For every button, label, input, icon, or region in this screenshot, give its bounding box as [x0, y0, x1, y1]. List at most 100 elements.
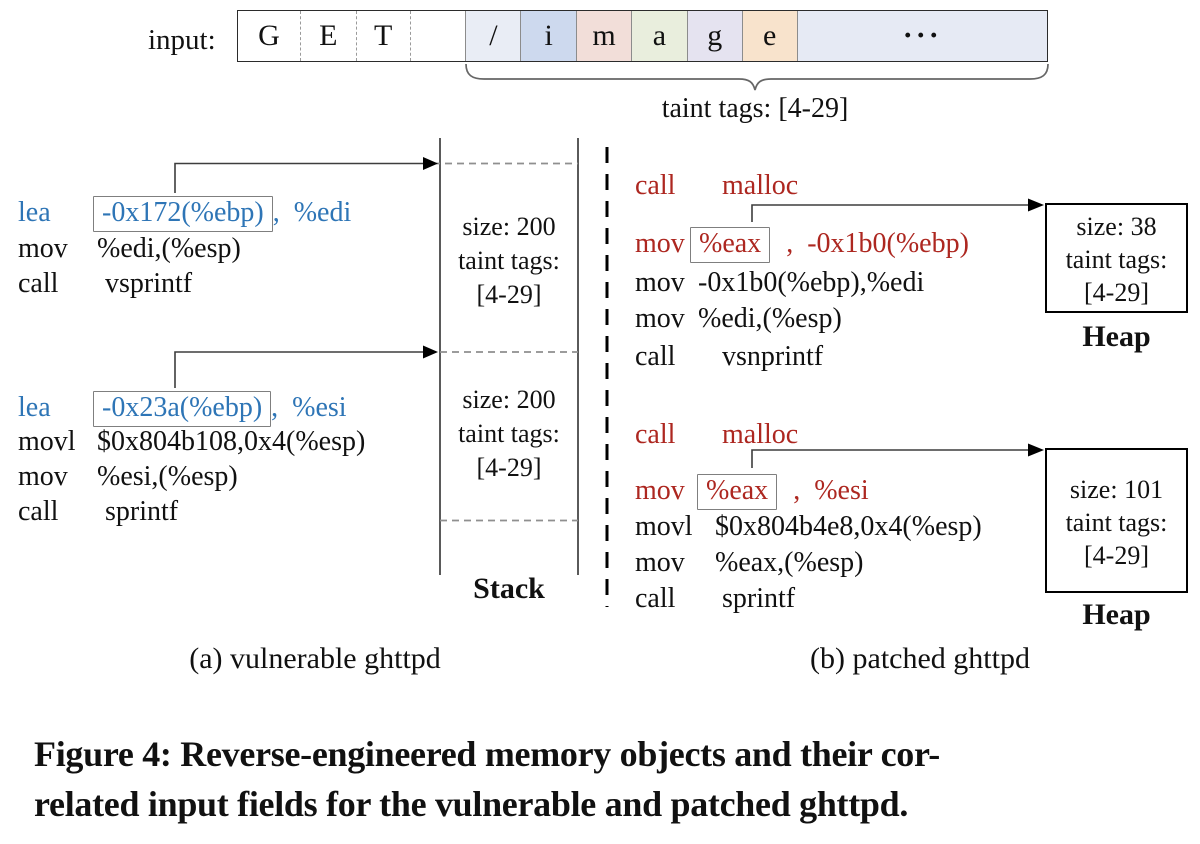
asm-line-call-sprintf-b: call sprintf [635, 583, 795, 615]
mnemonic: movl [635, 511, 693, 542]
mnemonic: call [18, 268, 59, 299]
mnemonic: lea [18, 197, 51, 228]
operand: sprintf [105, 496, 179, 527]
mnemonic: call [635, 170, 676, 201]
mnemonic: mov [18, 233, 68, 264]
asm-line-mov-eax-ebp: mov%eax , -0x1b0(%ebp) [635, 227, 969, 263]
asm-line-mov-1b0-edi: mov -0x1b0(%ebp),%edi [635, 267, 924, 299]
input-cell: G [238, 11, 301, 61]
arrow-a2 [174, 351, 423, 388]
input-cell: ··· [797, 11, 1047, 61]
heap-size: size: 101 [1069, 475, 1164, 504]
operand: , -0x1b0(%ebp) [786, 228, 969, 259]
mnemonic: mov [635, 547, 685, 578]
tainted-operand-box: -0x23a(%ebp) [93, 391, 272, 427]
asm-line-mov-esi-esp: mov %esi,(%esp) [18, 461, 238, 493]
heap2-info: size: 101 taint tags: [4-29] [1047, 450, 1186, 572]
heap-size: size: 38 [1076, 212, 1157, 241]
asm-line-mov-eax-esp: mov %eax,(%esp) [635, 547, 863, 579]
caption-b: (b) patched ghttpd [810, 642, 1030, 675]
arrowhead-a1 [423, 157, 438, 170]
mnemonic: call [635, 341, 676, 372]
operand: -0x1b0(%ebp),%edi [698, 267, 925, 298]
operand: $0x804b4e8,0x4(%esp) [715, 511, 982, 542]
figure-caption-line2: related input fields for the vulnerable … [34, 784, 909, 824]
operand: malloc [722, 419, 799, 450]
input-cell: E [300, 11, 357, 61]
mnemonic: mov [635, 228, 685, 259]
mnemonic: movl [18, 426, 76, 457]
asm-line-lea-esi: lea -0x23a(%ebp), %esi [18, 391, 347, 427]
operand: %eax,(%esp) [715, 547, 864, 578]
asm-line-mov-edi-esp-b: mov %edi,(%esp) [635, 303, 842, 335]
stack-size: size: 200 [462, 385, 556, 414]
input-cell: i [521, 11, 578, 61]
stack-taint-tags: taint tags: [458, 246, 560, 275]
heap-taint-range: [4-29] [1084, 541, 1149, 570]
operand: %esi,(%esp) [97, 461, 238, 492]
input-label: input: [148, 24, 216, 56]
arrowhead-b1 [1028, 198, 1044, 212]
heap1-label: Heap [1082, 320, 1151, 353]
stack-region1-info: size: 200 taint tags: [4-29] [441, 210, 577, 312]
mnemonic: lea [18, 392, 51, 423]
operand: , %esi [793, 475, 869, 506]
operand: %edi,(%esp) [97, 233, 241, 264]
stack-region2-info: size: 200 taint tags: [4-29] [441, 383, 577, 485]
arrow-b1 [751, 204, 1028, 222]
asm-line-call-vsnprintf: call vsnprintf [635, 341, 823, 373]
stack-label: Stack [473, 572, 545, 605]
heap-taint-tags: taint tags: [1065, 245, 1168, 274]
stack-taint-range: [4-29] [476, 280, 542, 309]
operand: , %edi [272, 197, 352, 228]
asm-line-movl-a: movl $0x804b108,0x4(%esp) [18, 426, 365, 458]
asm-line-movl-b: movl $0x804b4e8,0x4(%esp) [635, 511, 982, 543]
mnemonic: mov [18, 461, 68, 492]
tainted-operand-box: %eax [697, 474, 778, 510]
taint-brace [465, 63, 1049, 91]
input-cell: g [687, 11, 743, 61]
mnemonic: mov [635, 267, 685, 298]
figure-caption-line1: Figure 4: Reverse-engineered memory obje… [34, 734, 940, 774]
mnemonic: mov [635, 475, 685, 506]
operand: malloc [722, 170, 799, 201]
asm-line-mov-edi-esp: mov %edi,(%esp) [18, 233, 241, 265]
asm-line-call-vsprintf: call vsprintf [18, 268, 192, 300]
asm-line-call-malloc-1: call malloc [635, 170, 798, 202]
tainted-operand-box: %eax [690, 227, 771, 263]
taint-tags-label: taint tags: [4-29] [661, 93, 849, 124]
operand: , %esi [271, 392, 347, 423]
arrow-b2 [751, 449, 1028, 468]
input-cell: T [356, 11, 411, 61]
asm-line-call-malloc-2: call malloc [635, 419, 798, 451]
heap-taint-tags: taint tags: [1065, 508, 1168, 537]
mnemonic: call [18, 496, 59, 527]
asm-line-lea-edi: lea-0x172(%ebp), %edi [18, 196, 351, 232]
operand: sprintf [722, 583, 796, 614]
arrowhead-b2 [1028, 443, 1044, 457]
input-cell: m [577, 11, 633, 61]
figure-caption: Figure 4: Reverse-engineered memory obje… [34, 729, 1184, 829]
mnemonic: call [635, 419, 676, 450]
operand: %edi,(%esp) [698, 303, 842, 334]
input-cell: a [632, 11, 688, 61]
input-cell: / [466, 11, 522, 61]
arrow-a1 [174, 162, 423, 193]
operand: vsnprintf [722, 341, 824, 372]
mnemonic: call [635, 583, 676, 614]
input-cell [410, 11, 467, 61]
operand: vsprintf [105, 268, 193, 299]
heap-object-1: size: 38 taint tags: [4-29] [1045, 203, 1188, 313]
stack-size: size: 200 [462, 212, 556, 241]
arrowhead-a2 [423, 345, 438, 359]
operand: $0x804b108,0x4(%esp) [97, 426, 366, 457]
caption-a: (a) vulnerable ghttpd [189, 642, 441, 675]
heap-taint-range: [4-29] [1084, 278, 1149, 307]
input-cell: e [742, 11, 798, 61]
heap1-info: size: 38 taint tags: [4-29] [1047, 205, 1186, 309]
stack-taint-range: [4-29] [476, 453, 542, 482]
mnemonic: mov [635, 303, 685, 334]
stack-taint-tags: taint tags: [458, 419, 560, 448]
